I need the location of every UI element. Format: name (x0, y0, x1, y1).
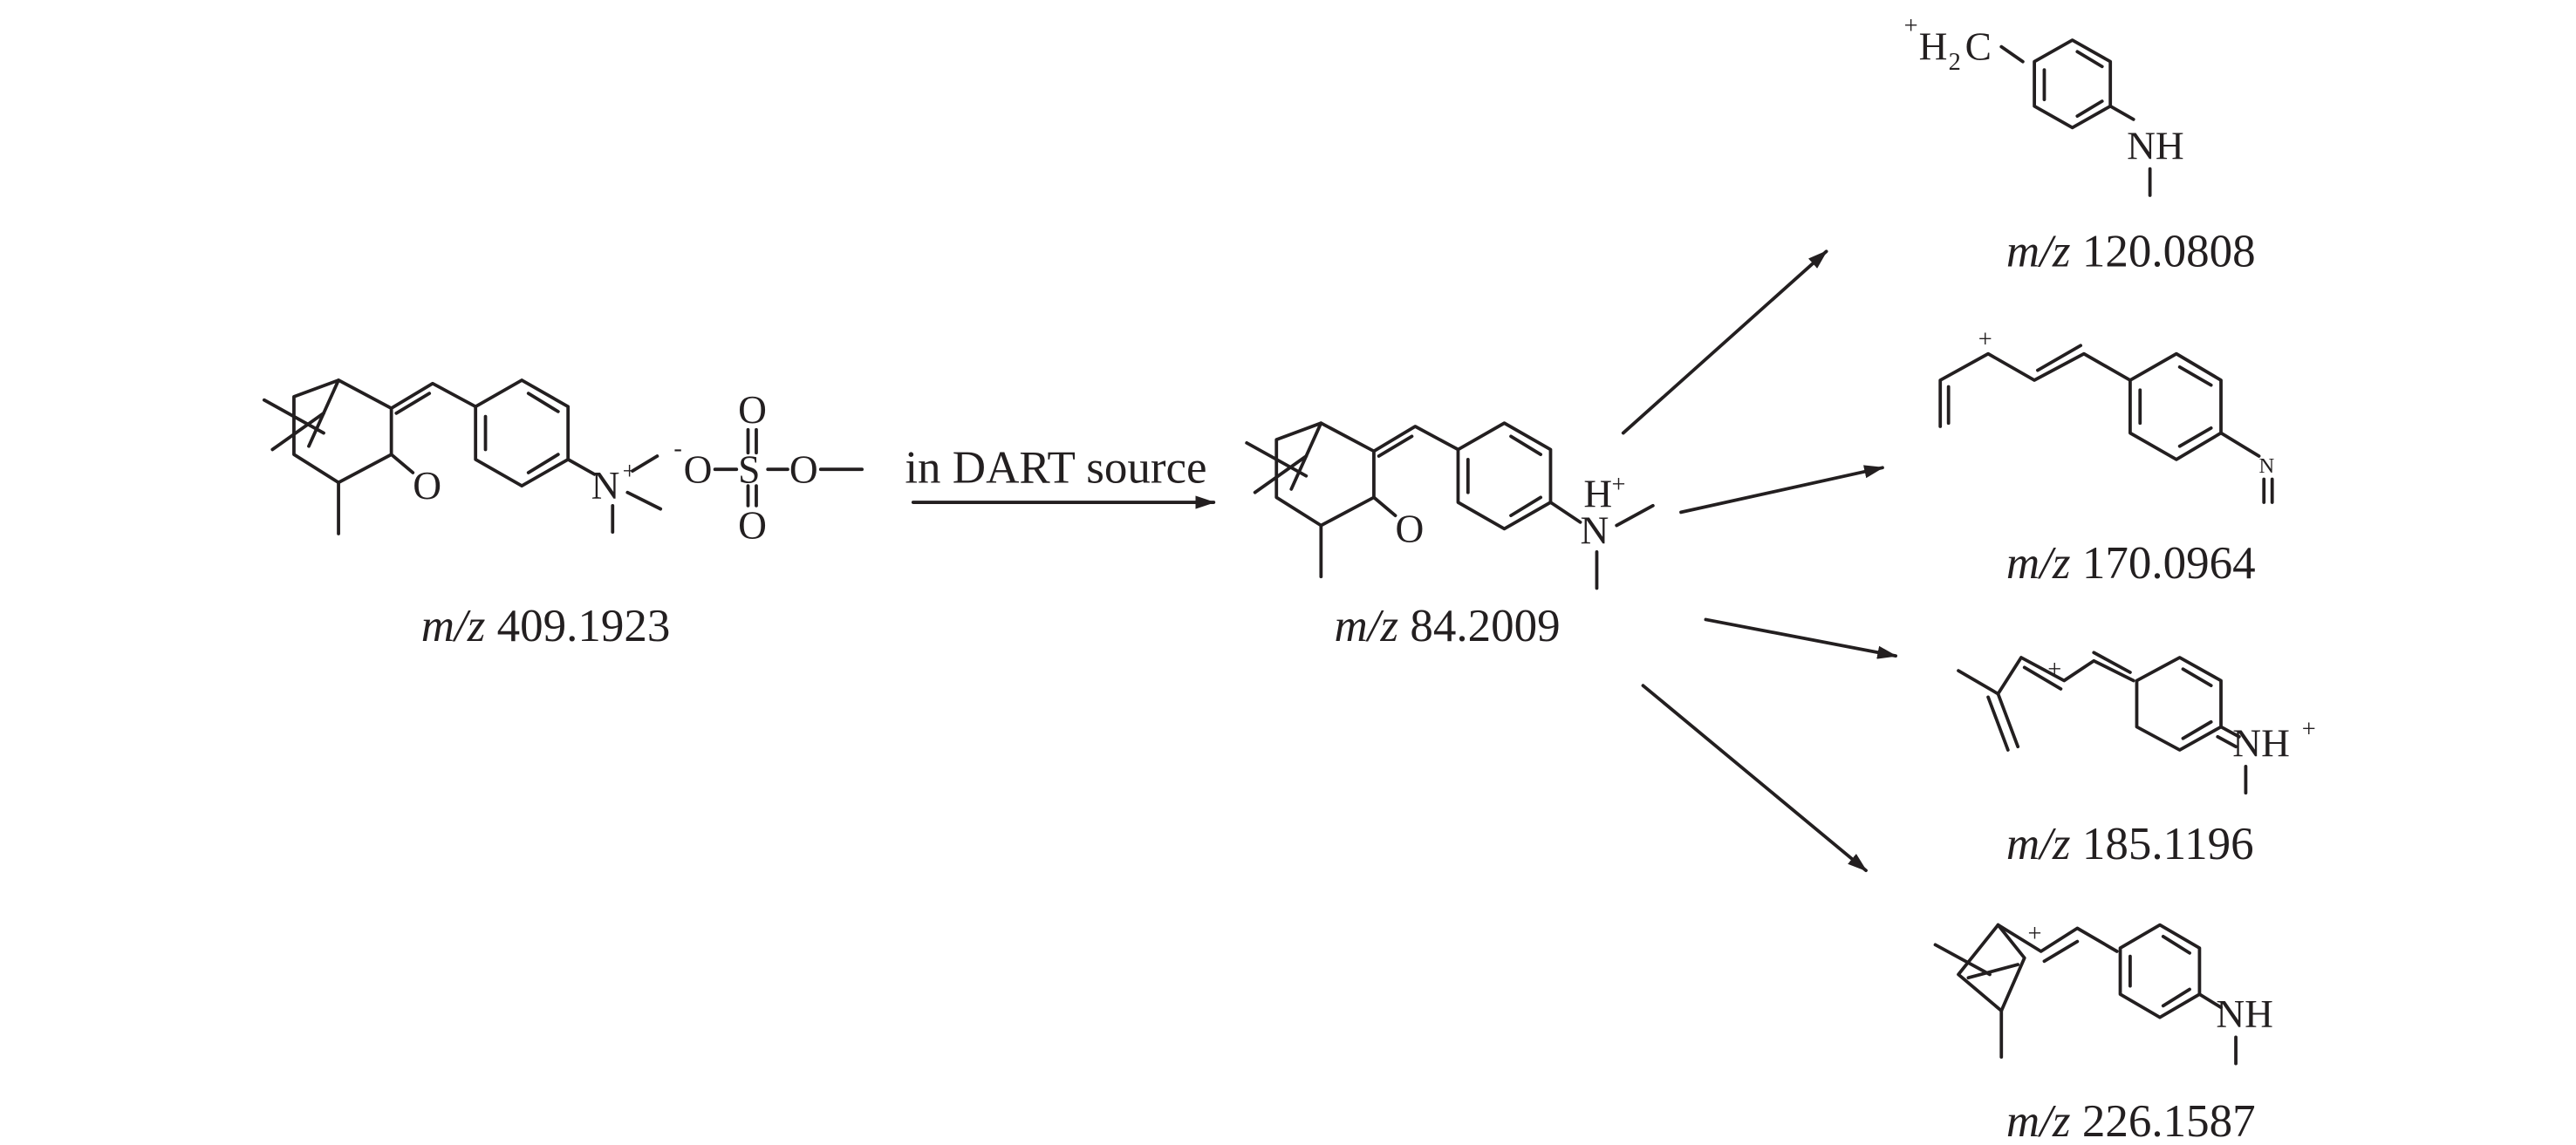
precursor-mz-label: m/z 409.1923 (421, 601, 671, 651)
fragment-4-mz-label: m/z 226.1587 (2006, 1096, 2256, 1145)
charge: - (673, 435, 681, 462)
subscript: 2 (1949, 49, 1961, 76)
atom-o: O (413, 464, 441, 508)
fragment-1-structure: + H 2 C NH (1904, 12, 2184, 197)
fragment-arrow (1641, 684, 1868, 873)
intermediate-structure: O N H + (1245, 421, 1655, 590)
fragment-1-mz-label: m/z 120.0808 (2006, 226, 2256, 276)
atom-nh: NH (2127, 124, 2184, 167)
atom-o: O (738, 388, 767, 432)
reaction-condition: in DART source (905, 442, 1206, 493)
charge: + (1978, 326, 1992, 353)
fragment-4-structure: + NH (1933, 921, 2273, 1066)
atom-o: O (684, 447, 713, 491)
fragment-arrow (1679, 465, 1884, 515)
atom-nh: NH (2232, 722, 2290, 766)
intermediate-mz-label: m/z 84.2009 (1335, 601, 1561, 651)
charge: + (1612, 472, 1626, 499)
charge: + (623, 459, 637, 486)
atom-n: N (1581, 508, 1609, 552)
atom-h: H (1919, 25, 1948, 69)
precursor-structure: O N + - O S O O O (262, 378, 864, 548)
fragment-2-mz-label: m/z 170.0964 (2006, 538, 2256, 589)
atom-s: S (738, 447, 760, 491)
charge: + (2047, 657, 2061, 684)
atom-o: O (738, 504, 767, 548)
charge: + (2302, 716, 2316, 743)
fragment-3-mz-label: m/z 185.1196 (2006, 819, 2254, 869)
atom-o: O (789, 447, 818, 491)
atom-nh: NH (2216, 992, 2273, 1036)
fragment-3-structure: + NH + (1957, 651, 2316, 795)
fragment-2-structure: + N (1938, 326, 2275, 504)
fragment-arrow (1621, 249, 1828, 435)
charge: + (2028, 921, 2042, 948)
fragment-arrow (1704, 617, 1897, 659)
atom-n: N (2259, 454, 2275, 478)
charge: + (1904, 12, 1918, 39)
atom-h: H (1583, 473, 1612, 516)
atom-o: O (1396, 507, 1425, 550)
atom-c: C (1965, 25, 1992, 69)
atom-n: N (591, 464, 620, 508)
